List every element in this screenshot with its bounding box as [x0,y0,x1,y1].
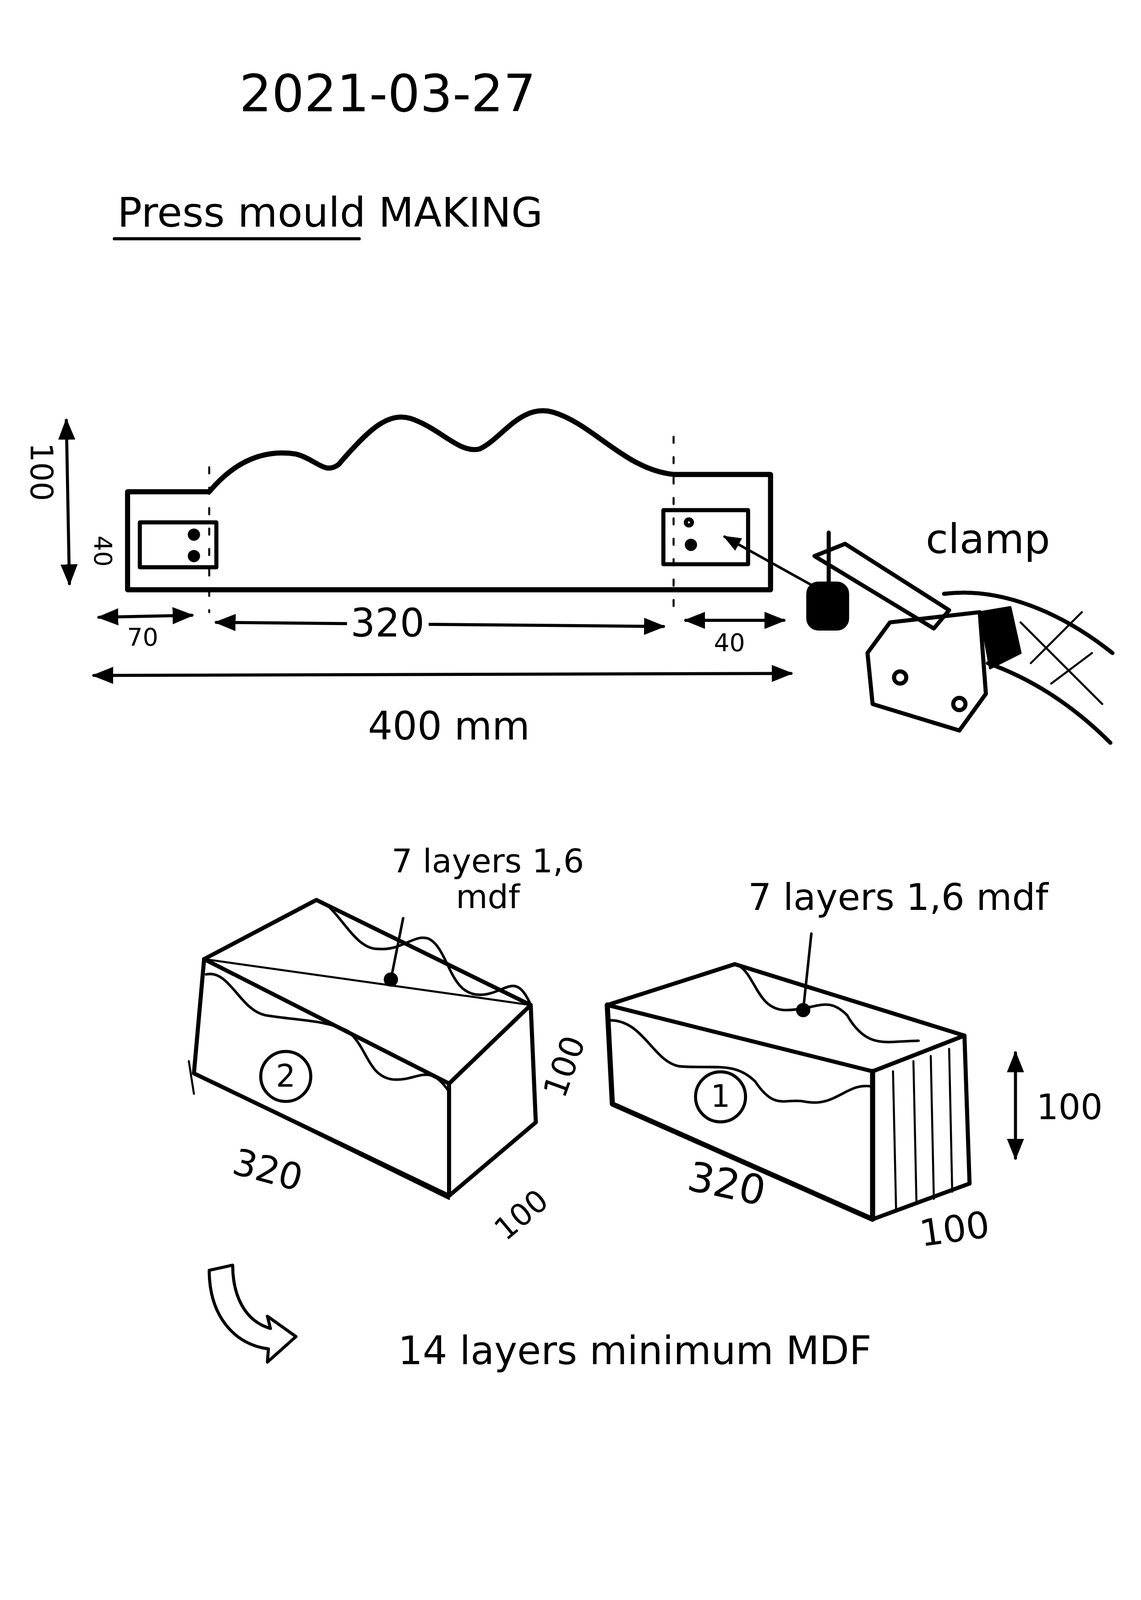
part-name: clamp [925,516,1051,562]
dimension-label: 320 [346,603,429,646]
dimension-label: 100 [1036,1088,1103,1127]
note-text: 7 layers 1,6 mdf [390,844,585,917]
note-text: 7 layers 1,6 mdf [747,877,1049,918]
dimension-label: 70 [126,624,159,652]
dimension-label: 400 mm [367,706,530,749]
dimension-label: 100 [536,1031,592,1103]
title-text: Press mould MAKING [117,189,543,235]
dimension-label: 100 [487,1182,554,1246]
dimension-label: 320 [683,1153,770,1214]
dimension-label: 40 [714,629,746,657]
dimension-label: 320 [228,1141,307,1200]
callout-circle: 1 [693,1070,748,1124]
dimension-label: 40 [88,535,116,568]
date-text: 2021-03-27 [239,65,536,123]
note-text: 14 layers minimum MDF [398,1330,872,1374]
callout-number: 1 [710,1081,731,1113]
callout-number: 2 [276,1061,296,1092]
dimension-label: 100 [916,1204,992,1255]
dimension-label: 100 [24,442,59,502]
callout-circle: 2 [259,1050,313,1104]
